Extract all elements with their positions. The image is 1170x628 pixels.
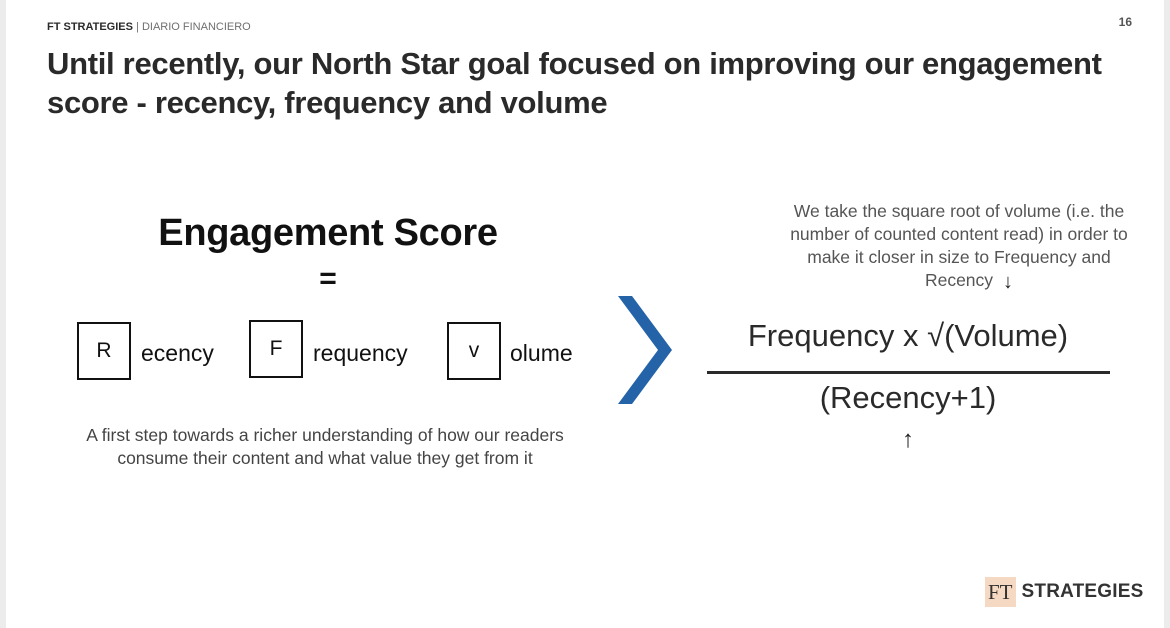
formula-numerator: Frequency x √(Volume) xyxy=(747,318,1069,353)
volume-letter-box: v xyxy=(447,322,501,380)
brand-separator: | xyxy=(132,21,142,33)
left-edge-shadow xyxy=(0,0,6,628)
frequency-letter-box: F xyxy=(249,320,303,378)
equals-sign: = xyxy=(319,262,337,295)
ft-strategies-logo: FT STRATEGIES xyxy=(985,576,1144,608)
recency-word: ecency xyxy=(141,340,214,366)
arrow-down-icon: ↓ xyxy=(1003,271,1013,293)
engagement-caption: A first step towards a richer understand… xyxy=(86,425,564,468)
brand-partner: DIARIO FINANCIERO xyxy=(141,21,251,33)
brand-name: FT STRATEGIES xyxy=(47,21,133,33)
arrow-up-icon: ↑ xyxy=(902,426,914,453)
fraction-bar xyxy=(707,371,1110,374)
engagement-score-heading: Engagement Score xyxy=(158,212,498,254)
page-number: 16 xyxy=(1118,15,1132,29)
logo-wordmark: STRATEGIES xyxy=(1021,581,1144,602)
right-edge-shadow xyxy=(1164,0,1170,628)
page-title: Until recently, our North Star goal focu… xyxy=(47,46,1102,120)
formula-denominator: (Recency+1) xyxy=(819,380,997,415)
header-brand: FT STRATEGIES | DIARIO FINANCIERO xyxy=(47,20,251,34)
volume-word: olume xyxy=(510,340,573,366)
frequency-word: requency xyxy=(313,340,408,366)
chevron-right-icon xyxy=(618,296,672,404)
recency-letter-box: R xyxy=(77,322,131,380)
logo-ft-mark: FT xyxy=(985,577,1016,607)
square-root-note: We take the square root of volume (i.e. … xyxy=(790,201,1128,290)
